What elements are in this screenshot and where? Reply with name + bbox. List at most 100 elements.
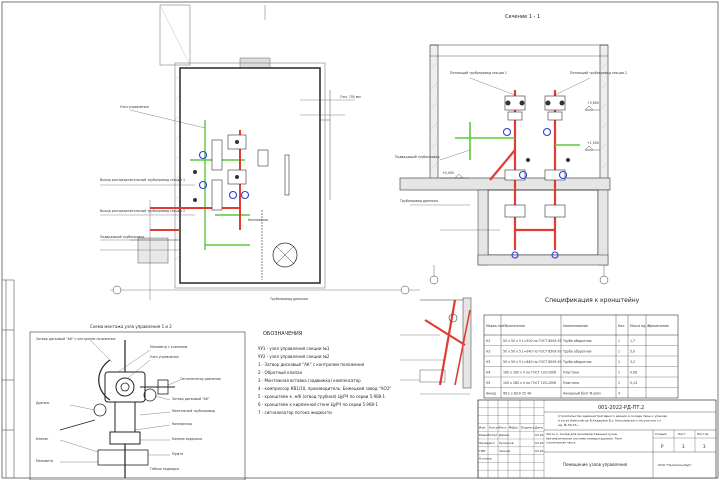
scheme-label: Затвор дисковый "АК" — [172, 397, 210, 401]
spec-header: Обозначение — [503, 324, 525, 328]
stamp-stage: Р — [661, 444, 664, 449]
legend-item: 5 - кронштейн к. м/б (отвод трубная) ЦуР… — [258, 394, 386, 399]
scheme-labels: Затвор дисковый "АК" с контролем положен… — [36, 337, 221, 471]
spec-cell: 1 — [618, 371, 620, 375]
section-equipment — [504, 95, 566, 218]
plan-labels: Выход распределительный трубопровод секц… — [100, 95, 361, 301]
spec-header: Марка поз. — [486, 324, 504, 328]
spec-cell: 5,0 — [630, 350, 635, 354]
scheme-label: Манометр — [36, 459, 53, 463]
elevation-3: +0,000 — [442, 171, 454, 175]
stamp-col-head: Кол.уч — [489, 425, 500, 429]
scheme-label: Компрессор — [172, 422, 192, 426]
spec-border — [483, 314, 679, 399]
spec-cell: Пластина — [563, 371, 579, 375]
spec-cell: Н1 — [486, 339, 490, 343]
spec-cell: Н5 — [486, 381, 490, 385]
legend-title: ОБОЗНАЧЕНИЯ — [263, 331, 302, 337]
scheme-title: Схема монтажа узла управления 1 и 2 — [90, 324, 172, 329]
elevation-1: +3,600 — [587, 101, 599, 105]
legend-item: УУ2 - узел управления секции №2 — [258, 354, 330, 359]
scheme-label: Дренаж — [36, 401, 50, 405]
stamp-sheet: 3 — [682, 444, 685, 449]
stamp-object: и на уч.Камский-цк В.Ахадовки В.с. Копыл… — [558, 419, 662, 423]
stamp-col-head: Изм. — [479, 425, 486, 429]
spec-cell: Н3 — [486, 360, 490, 364]
spec-cell: Труба оборотная — [562, 360, 592, 364]
stamp-stage-head: Стадия — [655, 432, 667, 436]
stamp-part: Часть 1. Склад для производственных нужд… — [546, 432, 618, 436]
stamp-name: Русинков — [499, 441, 514, 445]
spec-cell: 4 — [618, 392, 620, 396]
stamp-date: 03.22 — [535, 433, 544, 437]
stamp-sheets-head: Листов — [697, 432, 708, 436]
scheme-label: Гибкая подводка — [150, 467, 179, 471]
spec-cell: 3,2 — [630, 360, 635, 364]
section-green-pipes — [455, 122, 580, 160]
legend-item: 6 - кронштейн к кирпичной стене ЦуРЧ по … — [258, 402, 378, 407]
scheme-frame — [29, 331, 246, 481]
scheme-drawing — [59, 340, 175, 478]
plan-label-supply: Подводящий трубопровод — [100, 235, 145, 239]
legend-item: 2 - Обратный клапан — [258, 370, 303, 375]
spec-cell: 0,08 — [630, 371, 637, 375]
stamp-sheets: 3 — [703, 444, 706, 449]
stamp-object: ад. № 59:15:... — [558, 423, 580, 427]
scheme-leaders — [59, 339, 181, 463]
spec-header: Наименование — [563, 324, 588, 328]
elevation-2: +1,500 — [587, 141, 599, 145]
spec-cell: 1,7 — [630, 339, 635, 343]
section-label-right-riser: Питающий трубопровод секции 2 — [570, 71, 627, 75]
legend-item: 3 - Монтажная вставка (задвижка) компенс… — [258, 378, 361, 383]
section-label-left-riser: Питающий трубопровод секции 1 — [450, 71, 507, 75]
spec-cell: 50 х 50 х 5 L=940 по ГОСТ 8509-93 — [503, 350, 562, 354]
plan-green-pipes — [190, 120, 250, 250]
plan-label-riser1: Выход распределительный трубопровод секц… — [100, 178, 185, 182]
stamp-role: ГИП — [479, 449, 485, 453]
scheme-label: Муфта — [172, 452, 183, 456]
spec-cell: 50 х 50 х 5 L=640 по ГОСТ 8509-93 — [503, 360, 562, 364]
stamp-role: Проверил — [479, 441, 494, 445]
spec-header: Масса ед. кг — [630, 324, 651, 328]
room-walls — [179, 67, 321, 284]
plan-view — [100, 4, 420, 300]
stamp-drawing: Помещение узлов управления — [563, 462, 628, 467]
spec-cell: 50 х 50 х 5 L=500 по ГОСТ 8509-93 — [503, 339, 562, 343]
spec-cell: 1 — [618, 381, 620, 385]
plan-label-fire-pump: Узел управления — [120, 105, 149, 109]
stamp-part: Автоматическая система пожаротушения. Те… — [546, 436, 622, 440]
scheme-label: Манометр с клапаном — [150, 345, 188, 349]
spec-cell: 1 — [618, 339, 620, 343]
scheme-label: Клапан — [36, 437, 48, 441]
spec-cell: Пластина — [563, 381, 579, 385]
stamp-date: 03.22 — [535, 449, 544, 453]
stamp-col-head: Лист — [499, 425, 507, 429]
section-labels: Питающий трубопровод секции 1 Питающий т… — [395, 71, 627, 203]
spec-cell: Труба оборотная — [562, 339, 592, 343]
stamp-col-head: Дата — [535, 425, 543, 429]
spec-cell: Труба оборотная — [562, 350, 592, 354]
stamp-name: Чеснов — [499, 449, 510, 453]
spec-cell: 1 — [618, 350, 620, 354]
plan-label-compressor: Компрессор — [248, 218, 268, 222]
section-view — [399, 44, 611, 285]
plan-label-level: Отм. 700 мм — [340, 95, 361, 99]
spec-cell: 1 — [618, 360, 620, 364]
stamp-col-head: Подпись — [521, 425, 535, 429]
plan-label-riser2: Выход распределительный трубопровод секц… — [100, 209, 185, 213]
bracket-detail — [400, 297, 472, 395]
spec-cell: 100 х 280 х 4 по ГОСТ 103-2006 — [503, 381, 556, 385]
scheme-label: Узел управления — [150, 355, 179, 359]
stamp-object: Строительство административного здания и… — [558, 414, 667, 418]
legend-item: 7 - сигнализатор потока жидкости — [258, 410, 332, 415]
scheme-label: Сигнализатор давления — [180, 377, 221, 381]
spec-cell: 160 х 160 х 4 по ГОСТ 103-2006 — [503, 371, 556, 375]
spec-title: Спецификация к кронштейну — [545, 297, 640, 304]
spec-cell: 0,14 — [630, 381, 637, 385]
scheme-label: Монтажный трубопровод — [172, 409, 216, 413]
